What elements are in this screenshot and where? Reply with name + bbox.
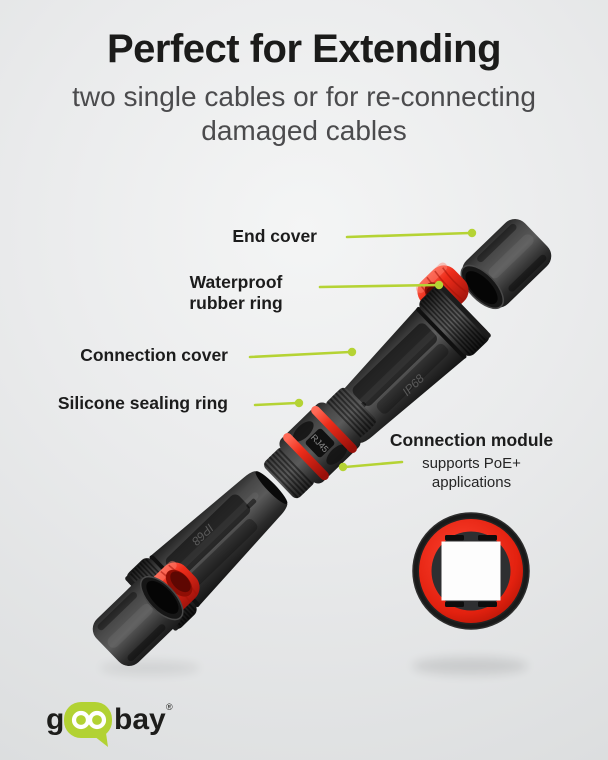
front-view-shadow	[412, 657, 528, 675]
page-title: Perfect for Extending	[106, 27, 502, 71]
connection-cover-label: Connection cover	[80, 345, 228, 365]
connection-module-graphic: RJ45	[263, 387, 377, 499]
end-cover-callout-dot	[467, 228, 477, 238]
connection-module-front-view	[412, 512, 530, 630]
connection-module-label: Connection module supports PoE+ applicat…	[369, 430, 574, 492]
sealing-ring-callout-line	[253, 401, 299, 407]
silicone-sealing-ring-graphic	[283, 432, 329, 481]
connection-module-label-title: Connection module	[389, 430, 554, 450]
connection-module-callout-dot	[338, 462, 348, 472]
end-cover-callout-line	[345, 231, 472, 239]
callout-lines	[248, 228, 477, 472]
end-cover-graphic	[451, 212, 558, 319]
logo-g: g	[46, 703, 64, 736]
subtitle-line-2: damaged cables	[201, 115, 407, 146]
waterproof-ring-callout-line	[318, 283, 439, 289]
header: Perfect for Extending two single cables …	[0, 0, 608, 148]
subtitle-line-1: two single cables or for re-connecting	[72, 81, 536, 112]
end-cover-label: End cover	[232, 226, 317, 246]
logo-registered-mark: ®	[166, 702, 173, 712]
end-cover-shadow	[100, 661, 200, 675]
logo-o-circle-2	[87, 710, 107, 730]
connection-cover-bottom-graphic: IP68	[122, 456, 302, 634]
silicone-sealing-ring-label: Silicone sealing ring	[57, 393, 228, 413]
logo-speech-bubble	[64, 702, 112, 747]
sealing-ring-callout-dot	[294, 398, 304, 408]
waterproof-rubber-ring-label: Waterproof rubber ring	[189, 272, 283, 313]
connection-cover-callout-dot	[347, 347, 357, 357]
connection-module-label-sub: supports PoE+ applications	[422, 455, 521, 491]
connection-module-callout-line	[343, 460, 404, 469]
goobay-logo-art: g bay ®	[46, 702, 173, 747]
logo-bay: bay	[114, 703, 166, 736]
waterproof-ring-callout-dot	[434, 280, 444, 290]
goobay-logo: g bay ®	[44, 694, 184, 755]
rj45-port-opening	[441, 541, 501, 601]
page-subtitle: two single cables or for re-connecting d…	[0, 80, 608, 148]
connection-cover-callout-line	[248, 350, 352, 359]
